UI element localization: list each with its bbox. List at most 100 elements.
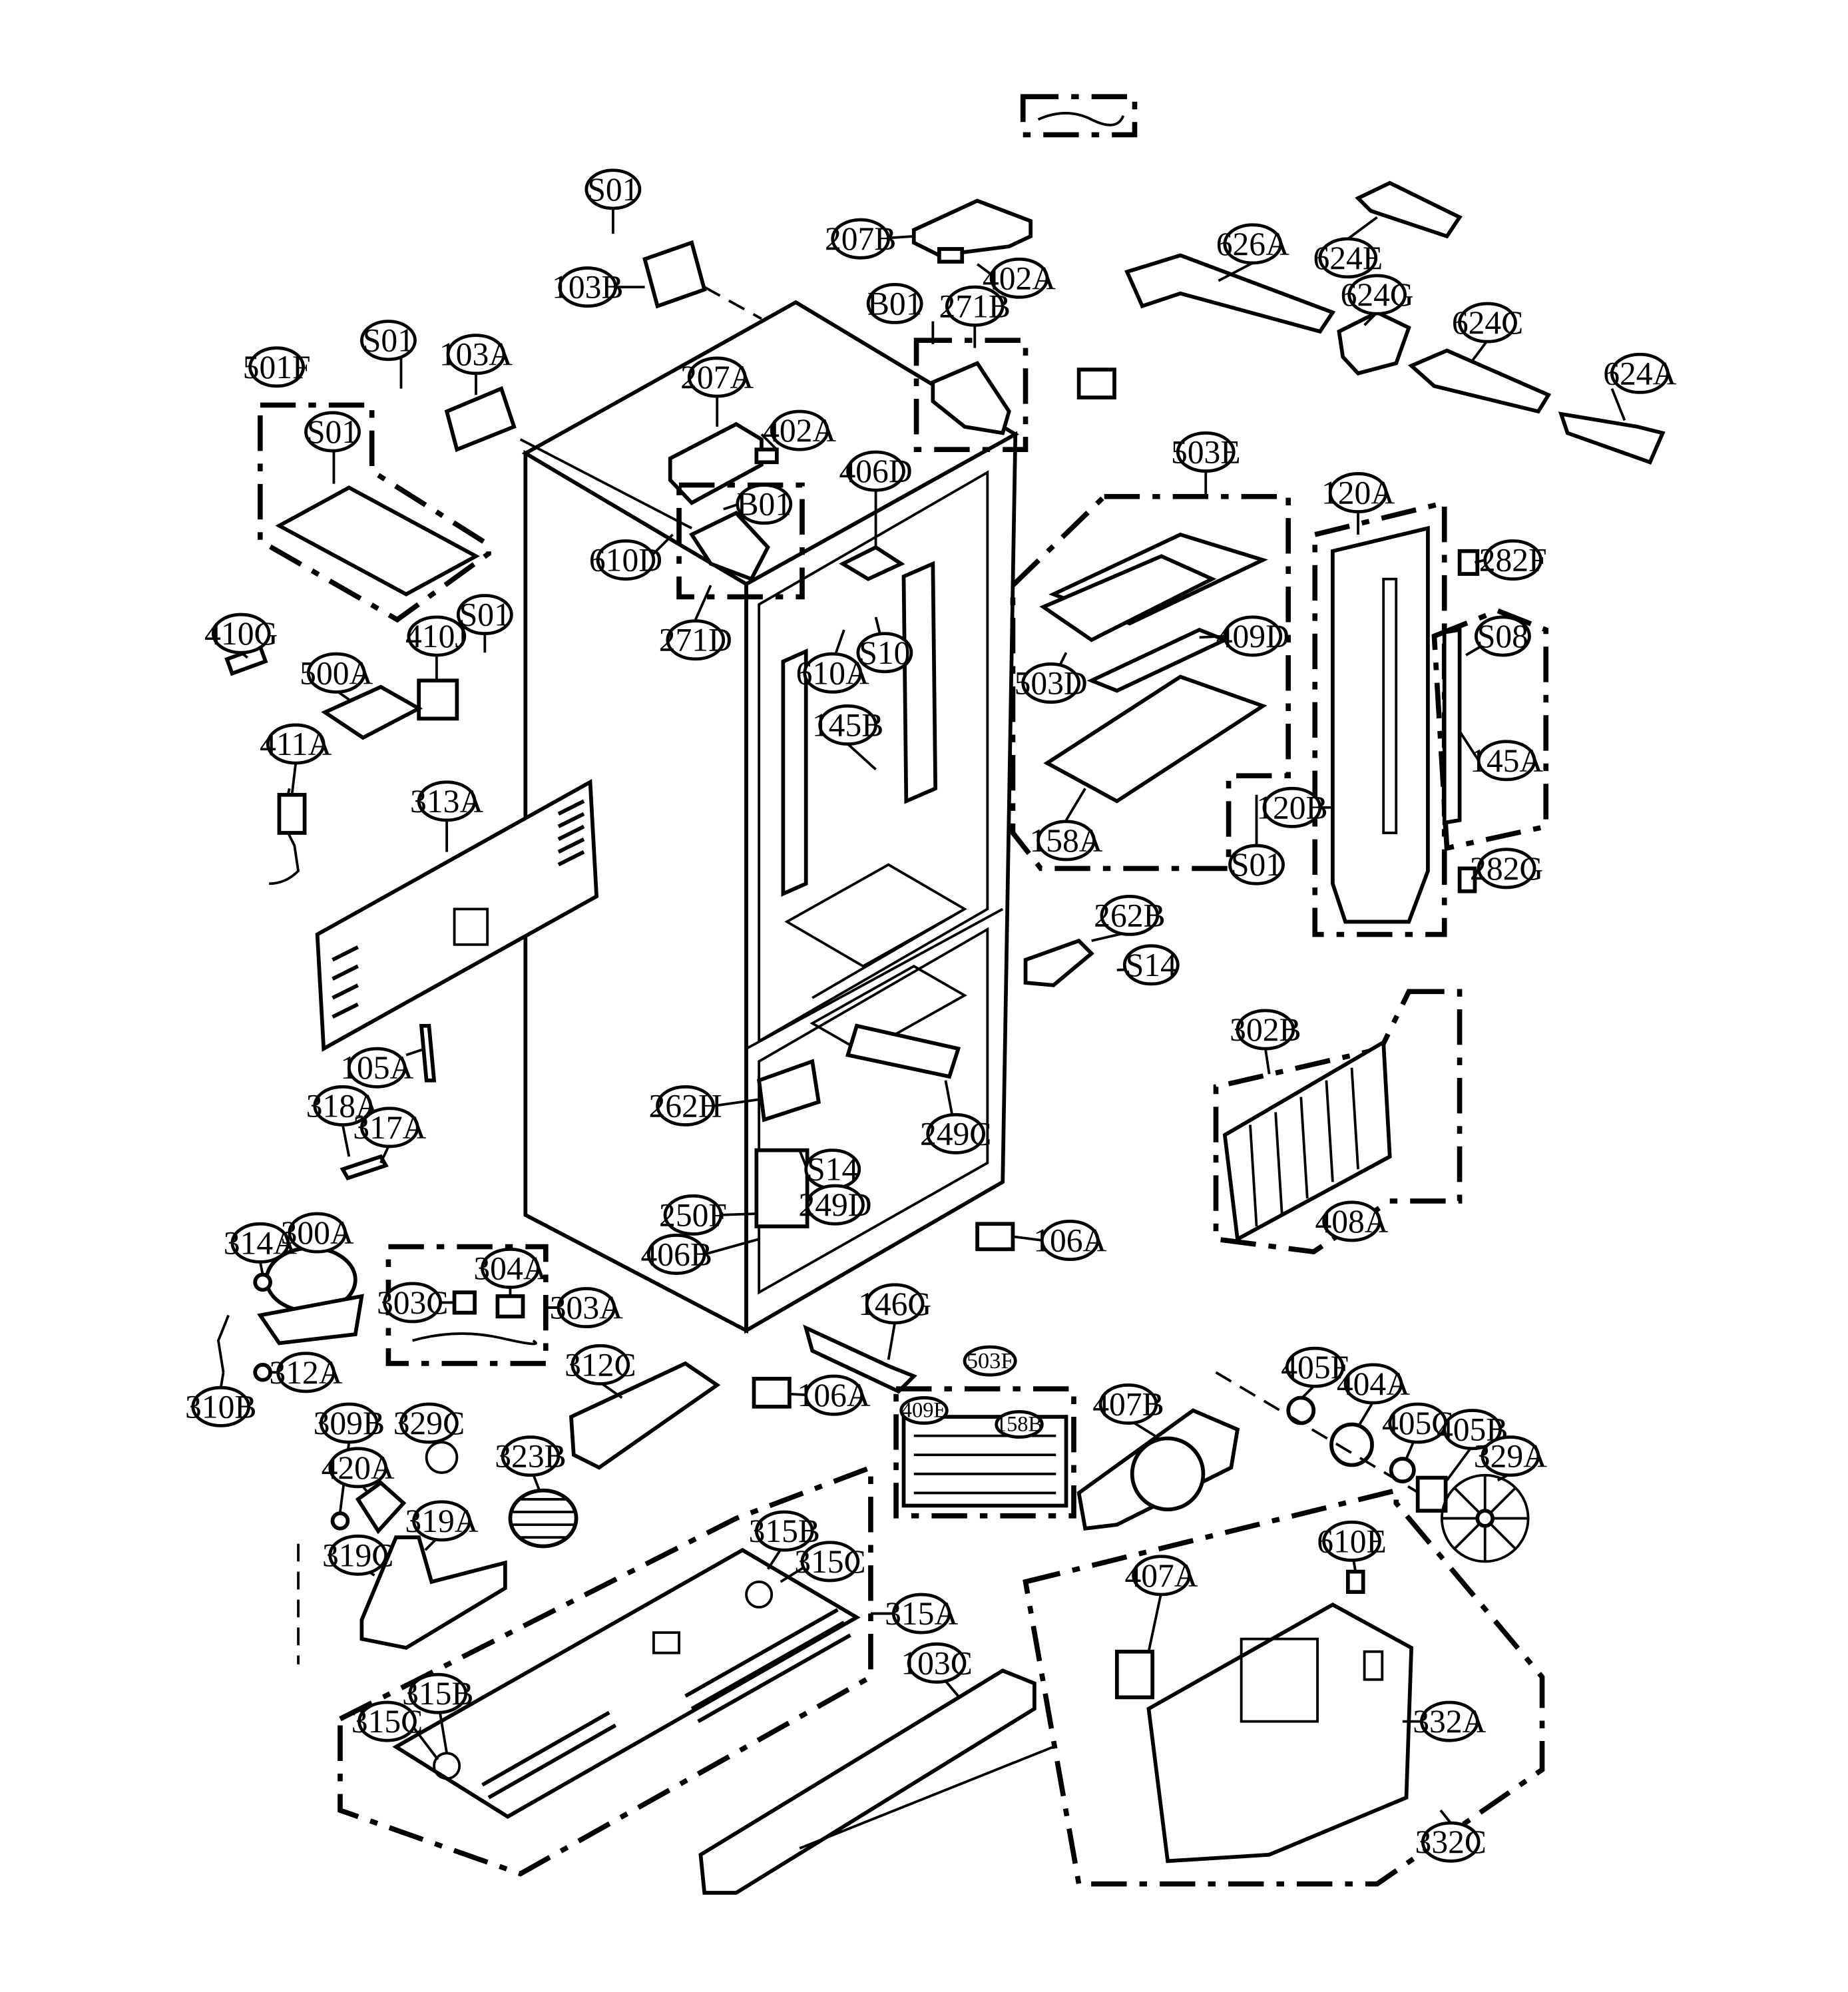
callout-250F: 250F <box>659 1194 727 1236</box>
callout-408A: 408A <box>1315 1200 1389 1242</box>
svg-text:332C: 332C <box>1415 1824 1487 1860</box>
svg-text:207B: 207B <box>825 220 896 257</box>
group-332c-outline <box>1023 1487 1545 1887</box>
sensor-chip <box>1076 368 1116 399</box>
housing-407b <box>1076 1408 1240 1531</box>
part-624a <box>1558 411 1666 465</box>
rail-610a <box>781 648 808 897</box>
callout-120B: 120B <box>1256 786 1328 828</box>
svg-text:406B: 406B <box>641 1236 712 1272</box>
callout-409E: 409E <box>899 1396 949 1425</box>
callout-501F: 501F <box>243 346 311 388</box>
callout-S01-d: S01 <box>456 594 513 636</box>
condenser-323b <box>508 1488 578 1549</box>
part-405c <box>1389 1457 1416 1484</box>
bracket-406d <box>839 545 905 581</box>
svg-text:315C: 315C <box>351 1703 423 1740</box>
part-610e <box>1345 1569 1365 1595</box>
callout-503D: 503D <box>1015 662 1088 704</box>
callout-S14-a: S14 <box>1122 944 1180 986</box>
grommet-314a <box>253 1272 272 1292</box>
compressor-300a <box>257 1246 364 1346</box>
part-318a <box>340 1154 389 1181</box>
callout-303C: 303C <box>377 1282 448 1324</box>
callout-407A: 407A <box>1124 1555 1198 1597</box>
svg-text:309B: 309B <box>314 1405 385 1441</box>
callout-318A: 318A <box>306 1085 379 1126</box>
svg-text:402A: 402A <box>763 412 836 449</box>
svg-text:624A: 624A <box>1603 355 1676 391</box>
svg-text:145B: 145B <box>812 706 883 743</box>
svg-text:262H: 262H <box>648 1087 722 1124</box>
part-282g <box>1457 866 1477 893</box>
callout-207A: 207A <box>680 356 754 398</box>
callout-106A-right: 106A <box>1033 1220 1107 1262</box>
svg-text:S01: S01 <box>363 322 414 359</box>
relay-303c <box>452 1290 477 1315</box>
callout-146G: 146G <box>858 1283 931 1325</box>
svg-text:105A: 105A <box>340 1049 413 1086</box>
callout-411A: 411A <box>260 723 332 765</box>
callout-103A: 103A <box>439 334 513 375</box>
cap-402a-mid <box>754 447 779 465</box>
callout-503F: 503F <box>963 1345 1017 1377</box>
svg-text:500A: 500A <box>300 654 373 691</box>
cap-402a-top <box>937 247 965 264</box>
svg-text:282F: 282F <box>1479 542 1547 579</box>
group-503e-outline <box>1010 493 1291 872</box>
blade-329c <box>425 1441 459 1474</box>
cover-207b <box>911 198 1033 258</box>
kick-plate-103c <box>698 1668 1037 1895</box>
svg-text:409D: 409D <box>1216 618 1289 654</box>
callout-207B: 207B <box>825 218 896 260</box>
svg-text:145A: 145A <box>1470 742 1543 779</box>
svg-text:501F: 501F <box>243 349 311 385</box>
callout-103C: 103C <box>901 1642 973 1684</box>
motor-404a <box>1329 1422 1374 1467</box>
callout-410J: 410J <box>405 615 468 657</box>
plate-409d <box>1086 627 1230 693</box>
svg-text:503F: 503F <box>967 1348 1014 1373</box>
callout-271D: 271D <box>659 619 732 661</box>
callout-249D: 249D <box>798 1184 872 1226</box>
part-282f <box>1457 549 1480 576</box>
svg-text:404A: 404A <box>1337 1366 1410 1402</box>
dispenser-332a <box>1146 1602 1414 1864</box>
svg-text:S14: S14 <box>807 1151 858 1188</box>
svg-text:319C: 319C <box>322 1537 393 1573</box>
callout-310B: 310B <box>185 1385 256 1427</box>
callout-303A: 303A <box>550 1287 623 1329</box>
nut-309b <box>330 1511 350 1531</box>
callout-S01-a: S01 <box>584 168 642 210</box>
svg-text:262B: 262B <box>1094 897 1165 933</box>
callout-158A: 158A <box>1029 820 1103 862</box>
callout-B01-a: B01 <box>866 282 923 324</box>
callout-315C-top: 315C <box>794 1541 866 1583</box>
part-146g <box>803 1324 917 1394</box>
callout-402A-mid: 402A <box>763 409 836 451</box>
part-626a <box>1124 253 1336 334</box>
callout-106A-left: 106A <box>798 1374 871 1416</box>
svg-text:420A: 420A <box>322 1449 395 1486</box>
callout-282G: 282G <box>1470 848 1543 889</box>
callout-624E: 624E <box>1313 237 1383 279</box>
svg-text:B01: B01 <box>736 486 792 523</box>
callout-319C: 319C <box>322 1534 393 1576</box>
svg-text:106A: 106A <box>1033 1222 1106 1259</box>
callout-313A: 313A <box>410 780 483 822</box>
svg-text:146G: 146G <box>858 1286 931 1322</box>
panel-501f <box>275 485 480 597</box>
svg-text:249D: 249D <box>798 1186 871 1223</box>
cover-312c <box>569 1361 721 1470</box>
svg-text:S01: S01 <box>587 171 638 208</box>
rail-s10 <box>901 561 938 804</box>
svg-text:103C: 103C <box>901 1644 972 1681</box>
svg-text:S01: S01 <box>1231 846 1282 883</box>
tube-310b <box>216 1314 230 1373</box>
callout-S14-b: S14 <box>804 1148 861 1190</box>
callout-329A: 329A <box>1474 1435 1547 1477</box>
svg-text:624C: 624C <box>1452 304 1523 341</box>
svg-text:315B: 315B <box>749 1513 820 1549</box>
svg-text:402A: 402A <box>983 260 1056 296</box>
